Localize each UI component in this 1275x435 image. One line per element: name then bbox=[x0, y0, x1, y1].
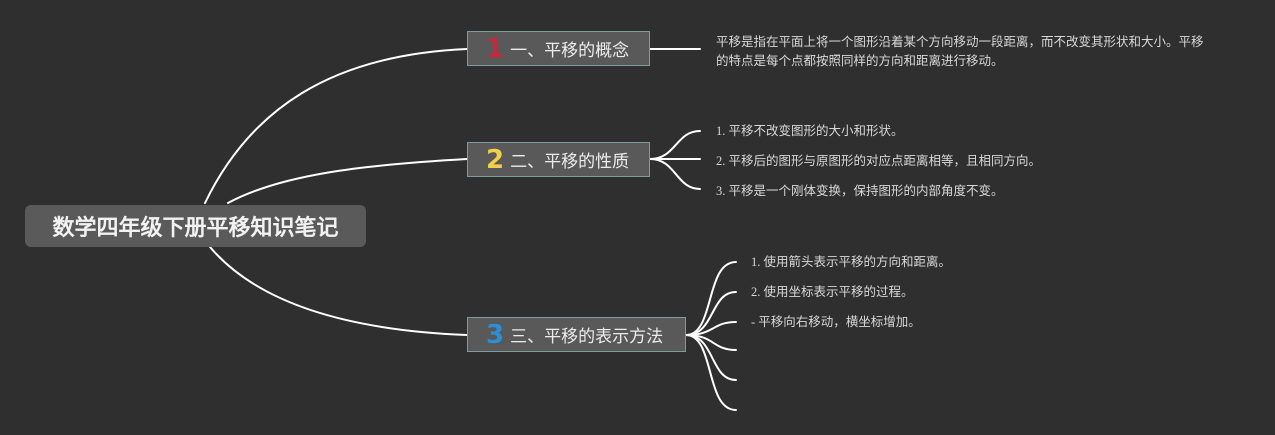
leaf-text: 1. 平移不改变图形的大小和形状。 bbox=[716, 124, 904, 138]
branch-label: 一、平移的概念 bbox=[510, 41, 630, 61]
leaf-text: 2. 使用坐标表示平移的过程。 bbox=[751, 285, 914, 299]
leaf-method-3[interactable]: - 平移向右移动，横坐标增加。 bbox=[751, 313, 921, 332]
connector-b3-leaf-6 bbox=[685, 334, 737, 411]
leaf-text: - 平移向右移动，横坐标增加。 bbox=[751, 315, 921, 329]
branch-representation[interactable]: 3 三、平移的表示方法 bbox=[467, 317, 686, 352]
leaf-method-1[interactable]: 1. 使用箭头表示平移的方向和距离。 bbox=[751, 253, 951, 272]
connector-b2-leaf-3 bbox=[649, 158, 701, 190]
leaf-text: 2. 平移后的图形与原图形的对应点距离相等，且相同方向。 bbox=[716, 154, 1042, 168]
leaf-property-3[interactable]: 3. 平移是一个刚体变换，保持图形的内部角度不变。 bbox=[716, 182, 1004, 201]
branch-number-2: 2 bbox=[486, 144, 505, 175]
leaf-concept-definition[interactable]: 平移是指在平面上将一个图形沿着某个方向移动一段距离，而不改变其形状和大小。平移的… bbox=[716, 33, 1211, 71]
leaf-property-2[interactable]: 2. 平移后的图形与原图形的对应点距离相等，且相同方向。 bbox=[716, 152, 1041, 171]
branch-properties[interactable]: 2 二、平移的性质 bbox=[467, 142, 650, 177]
root-title: 数学四年级下册平移知识笔记 bbox=[52, 216, 339, 241]
branch-number-1: 1 bbox=[486, 33, 505, 64]
connector-root-b3 bbox=[209, 246, 468, 336]
connector-root-b2 bbox=[227, 158, 468, 204]
root-topic[interactable]: 数学四年级下册平移知识笔记 bbox=[25, 205, 366, 247]
connector-b2-leaf-1 bbox=[649, 130, 701, 160]
leaf-property-1[interactable]: 1. 平移不改变图形的大小和形状。 bbox=[716, 122, 904, 141]
branch-label: 三、平移的表示方法 bbox=[510, 327, 664, 347]
leaf-text: 3. 平移是一个刚体变换，保持图形的内部角度不变。 bbox=[716, 184, 1004, 198]
leaf-text: 平移是指在平面上将一个图形沿着某个方向移动一段距离，而不改变其形状和大小。平移的… bbox=[716, 35, 1204, 68]
branch-concept[interactable]: 1 一、平移的概念 bbox=[467, 31, 650, 66]
branch-label: 二、平移的性质 bbox=[510, 152, 630, 172]
leaf-method-2[interactable]: 2. 使用坐标表示平移的过程。 bbox=[751, 283, 914, 302]
connector-root-b1 bbox=[204, 48, 468, 204]
connector-b3-leaf-1 bbox=[685, 261, 737, 336]
leaf-text: 1. 使用箭头表示平移的方向和距离。 bbox=[751, 255, 952, 269]
branch-number-3: 3 bbox=[486, 319, 505, 350]
